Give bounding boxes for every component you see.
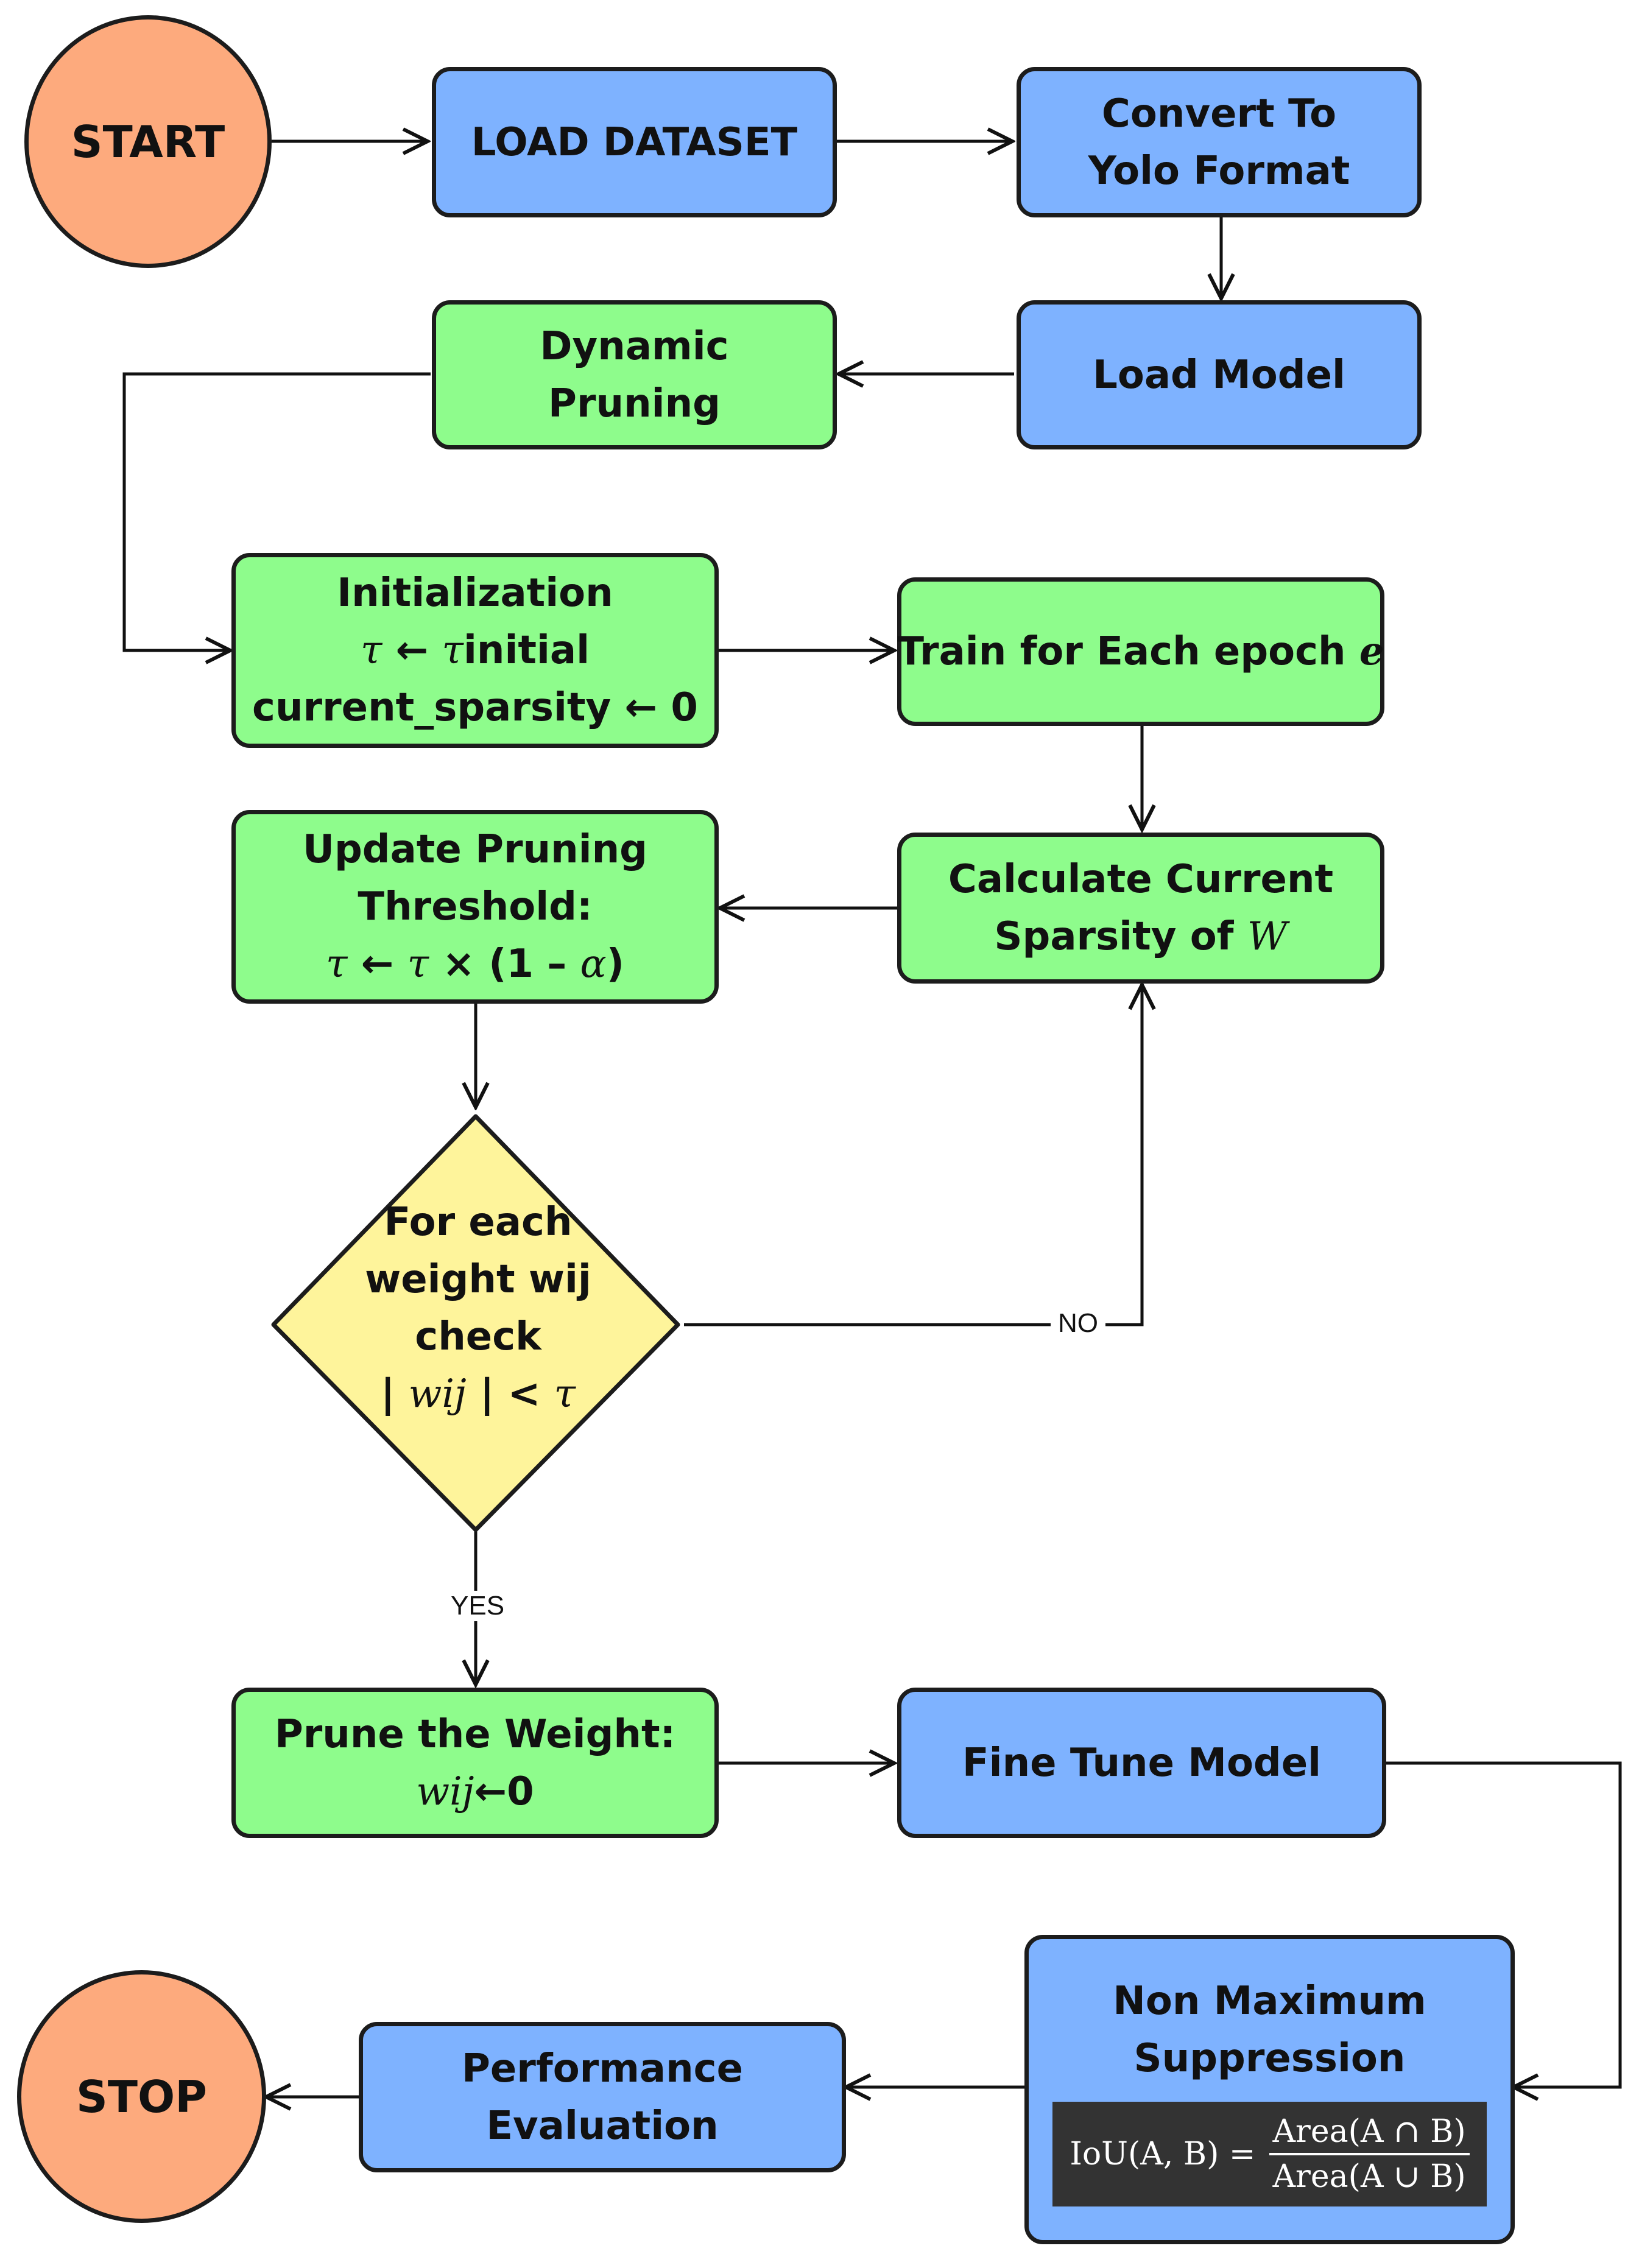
stop-label: STOP (76, 2071, 207, 2122)
wij-variable: wij (416, 1769, 474, 1814)
load-dataset-node: LOAD DATASET (432, 67, 837, 217)
train-epoch-label: Train for Each epoch e (897, 623, 1384, 680)
edge-fine-tune-to-nms (1385, 1761, 1622, 2087)
decision-diamond (271, 1114, 680, 1532)
edge-decision-no-to-calculate (684, 985, 1142, 1326)
update-threshold-formula: τ ← τ × (1 – α) (326, 935, 624, 993)
prune-weight-node: Prune the Weight: wij←0 (231, 1688, 719, 1838)
tau-symbol: τ (554, 1372, 576, 1417)
times-text: × (1 – (429, 942, 580, 987)
convert-yolo-label-line1: Convert To (1101, 91, 1337, 136)
performance-line2: Evaluation (486, 2103, 719, 2149)
performance-evaluation-node: Performance Evaluation (359, 2022, 846, 2172)
prune-weight-line1: Prune the Weight: (274, 1711, 676, 1757)
train-epoch-node: Train for Each epoch e (897, 577, 1384, 726)
edge-label-yes: YES (443, 1591, 512, 1621)
calculate-sparsity-line1: Calculate Current (948, 857, 1334, 902)
nms-line1: Non Maximum (1113, 1979, 1426, 2024)
dynamic-pruning-label-line1: Dynamic (540, 323, 729, 369)
update-threshold-line2: Threshold: (358, 884, 593, 929)
iou-fraction: Area(A ∩ B) Area(A ∪ B) (1269, 2110, 1470, 2198)
dynamic-pruning-node: Dynamic Pruning (432, 300, 837, 449)
nms-node: Non Maximum Suppression IoU(A, B) = Area… (1024, 1935, 1515, 2244)
less-than: | < (466, 1372, 554, 1417)
nms-line2: Suppression (1133, 2036, 1406, 2081)
epoch-variable: e (1359, 629, 1384, 674)
decision-line1: For each (384, 1200, 573, 1245)
edge-dynamic-pruning-to-initialization (122, 372, 431, 650)
train-epoch-text: Train for Each epoch (897, 629, 1359, 674)
iou-numerator: Area(A ∩ B) (1269, 2110, 1470, 2155)
convert-yolo-label-line2: Yolo Format (1088, 148, 1350, 194)
initial-text: initial (463, 628, 590, 673)
abs-bar: | (381, 1372, 409, 1417)
tau-symbol: τ (442, 628, 464, 673)
dynamic-pruning-label-line2: Pruning (548, 381, 721, 426)
load-model-label: Load Model (1093, 352, 1345, 398)
initialization-node: Initialization τ ← τinitial current_spar… (231, 553, 719, 748)
iou-formula: IoU(A, B) = Area(A ∩ B) Area(A ∪ B) (1052, 2102, 1487, 2206)
start-node: START (24, 15, 272, 268)
assign-arrow: ← (395, 628, 429, 673)
assign-arrow: ← (347, 942, 407, 987)
iou-denominator: Area(A ∪ B) (1272, 2158, 1466, 2195)
performance-line1: Performance (461, 2046, 744, 2091)
tau-symbol: τ (407, 942, 429, 987)
fine-tune-node: Fine Tune Model (897, 1688, 1386, 1838)
decision-condition: | wij | < τ (277, 1365, 679, 1423)
decision-line2: weight wij (365, 1257, 591, 1302)
iou-lhs: IoU(A, B) = (1070, 2136, 1256, 2172)
fine-tune-label: Fine Tune Model (962, 1740, 1322, 1786)
alpha-symbol: α (580, 942, 607, 987)
calculate-sparsity-node: Calculate Current Sparsity of W (897, 833, 1384, 984)
weight-matrix-variable: W (1247, 914, 1288, 959)
decision-node-text: For each weight wij check | wij | < τ (277, 1194, 679, 1423)
set-zero-text: ←0 (474, 1769, 534, 1814)
wij-variable: wij (408, 1372, 467, 1417)
start-label: START (71, 116, 225, 167)
edge-label-no: NO (1051, 1308, 1105, 1339)
tau-symbol: τ (326, 942, 348, 987)
update-threshold-line1: Update Pruning (303, 827, 647, 872)
load-model-node: Load Model (1017, 300, 1422, 449)
stop-node: STOP (17, 1970, 266, 2223)
calculate-sparsity-line2: Sparsity of W (994, 908, 1287, 965)
convert-yolo-node: Convert To Yolo Format (1017, 67, 1422, 217)
decision-line3: check (415, 1314, 541, 1359)
initialization-tau-line: τ ← τinitial (361, 622, 590, 679)
initialization-title: Initialization (337, 571, 613, 616)
update-threshold-node: Update Pruning Threshold: τ ← τ × (1 – α… (231, 810, 719, 1004)
initialization-sparsity-line: current_sparsity ← 0 (252, 685, 698, 730)
tau-symbol: τ (360, 628, 382, 673)
close-paren: ) (606, 942, 624, 987)
load-dataset-label: LOAD DATASET (471, 119, 798, 165)
sparsity-of-text: Sparsity of (994, 914, 1247, 959)
prune-weight-line2: wij←0 (416, 1763, 534, 1820)
